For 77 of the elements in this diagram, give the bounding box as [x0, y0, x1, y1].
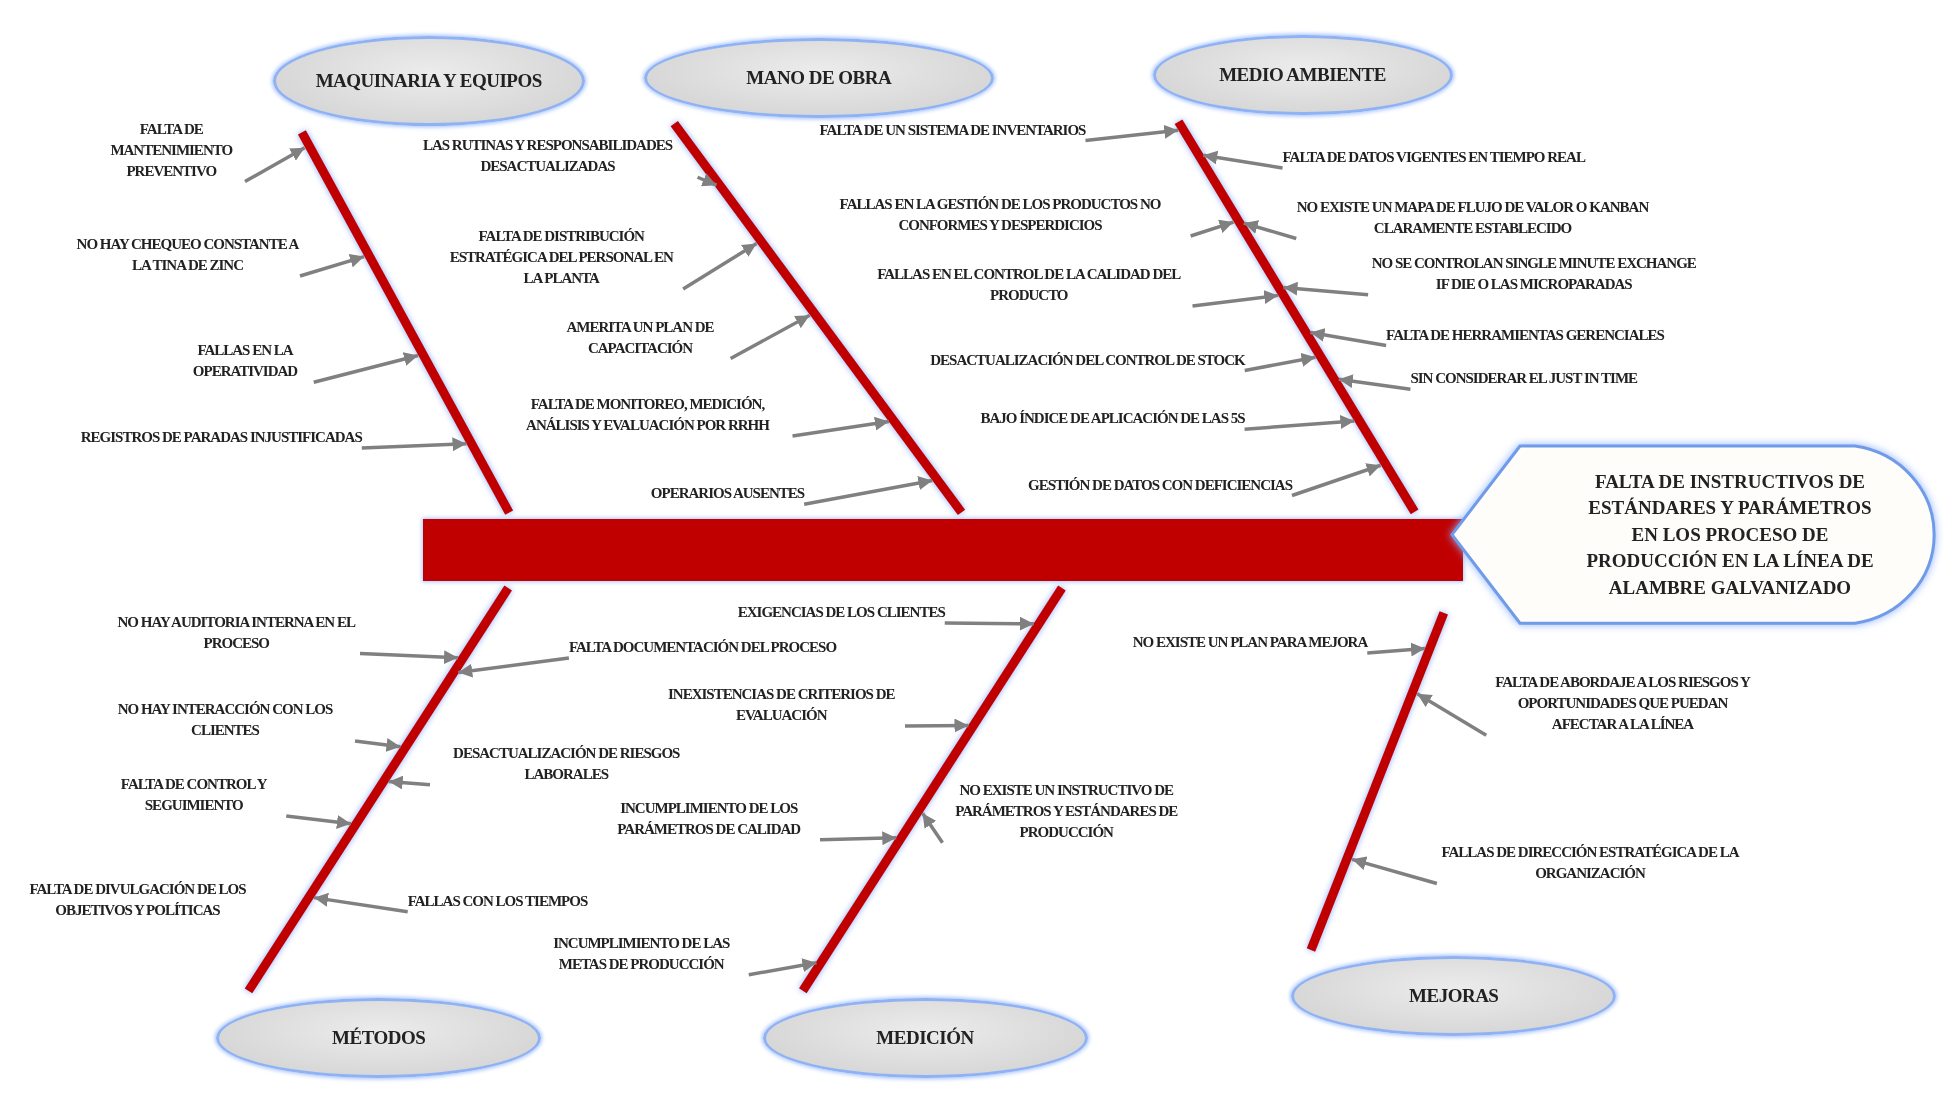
- arrow: [1085, 124, 1179, 143]
- cause-text: FALTA DE DATOS VIGENTES EN TIEMPO REAL: [1282, 147, 1585, 168]
- cause-text: NO EXISTE UN INSTRUCTIVO DE PARÁMETROS Y ESTÁNDARES DE PRODUCCIÓN: [942, 779, 1190, 843]
- arrow: [944, 616, 1034, 631]
- cause-text: EXIGENCIAS DE LOS CLIENTES: [737, 602, 945, 623]
- cause-text: GESTIÓN DE DATOS CON DEFICIENCIAS: [1028, 474, 1292, 496]
- arrow: [1310, 328, 1387, 348]
- arrow: [729, 313, 811, 361]
- arrow: [792, 416, 890, 438]
- cause-text: INCUMPLIMIENTO DE LAS METAS DE PRODUCCIÓN: [533, 932, 749, 975]
- arrow: [361, 437, 467, 452]
- category-ellipse: MEJORAS: [1291, 956, 1617, 1037]
- cause-text: SIN CONSIDERAR EL JUST IN TIME: [1410, 368, 1638, 390]
- arrow: [388, 775, 431, 790]
- cause-text: INEXISTENCIAS DE CRITERIOS DE EVALUACIÓN: [657, 684, 905, 726]
- arrow: [1192, 290, 1279, 308]
- arrow: [244, 146, 306, 184]
- cause-text: NO HAY INTERACCIÓN CON LOS CLIENTES: [95, 699, 355, 741]
- cause-text: FALLAS EN EL CONTROL DE LA CALIDAD DEL PRODUCTO: [865, 264, 1193, 306]
- cause-text: INCUMPLIMIENTO DE LOS PARÁMETROS DE CALIDAD: [597, 797, 820, 840]
- cause-text: FALTA DE ABORDAJE A LOS RIESGOS Y OPORTUNIDADES QUE PUEDAN AFECTAR A LA LÍNEA: [1486, 672, 1759, 736]
- arrow: [682, 242, 758, 291]
- cause-text: FALLAS CON LOS TIEMPOS: [407, 890, 588, 912]
- arrow: [286, 814, 352, 829]
- cause-text: FALTA DE HERRAMIENTAS GERENCIALES: [1386, 324, 1664, 346]
- arrow: [1202, 150, 1283, 170]
- arrow: [748, 958, 817, 977]
- category-ellipse: MEDICIÓN: [762, 997, 1088, 1078]
- cause-text: FALTA DE DIVULGACIÓN DE LOS OBJETIVOS Y POLÍTICAS: [28, 880, 247, 920]
- cause-text: NO HAY CHEQUEO CONSTANTE A LA TINA DE ZINC: [75, 234, 300, 276]
- cause-text: NO EXISTE UN PLAN PARA MEJORA: [1132, 632, 1368, 653]
- arrow: [1283, 281, 1369, 297]
- arrow: [1416, 692, 1488, 737]
- cause-text: FALLAS EN LA OPERATIVIDAD: [176, 340, 314, 383]
- arrow: [1351, 856, 1438, 886]
- arrow: [359, 650, 459, 665]
- cause-text: NO EXISTE UN MAPA DE FLUJO DE VALOR O KANBAN CLARAMENTE ESTABLECIDO: [1296, 196, 1649, 239]
- cause-text: AMERITA UN PLAN DE CAPACITACIÓN: [549, 316, 731, 359]
- cause-text: FALTA DOCUMENTACIÓN DEL PROCESO: [568, 637, 837, 658]
- arrow: [1244, 415, 1355, 431]
- arrow: [921, 812, 944, 844]
- cause-text: LAS RUTINAS Y RESPONSABILIDADES DESACTUALIZADAS: [397, 135, 698, 178]
- cause-text: DESACTUALIZACIÓN DEL CONTROL DE STOCK: [930, 349, 1245, 371]
- arrow: [313, 892, 408, 914]
- arrow: [696, 173, 718, 187]
- category-ellipse: MANO DE OBRA: [643, 37, 994, 118]
- cause-text: OPERARIOS AUSENTES: [650, 483, 805, 505]
- cause-text: FALTA DE MANTENIMIENTO PREVENTIVO: [97, 118, 245, 182]
- arrow: [1367, 642, 1426, 657]
- cause-text: FALTA DE UN SISTEMA DE INVENTARIOS: [819, 119, 1086, 141]
- category-ellipse: MAQUINARIA Y EQUIPOS: [272, 36, 585, 127]
- cause-text: FALTA DE CONTROL Y SEGUIMIENTO: [101, 774, 287, 816]
- cause-text: DESACTUALIZACIÓN DE RIESGOS LABORALES: [430, 742, 703, 785]
- cause-text: NO HAY AUDITORIA INTERNA EN EL PROCESO: [112, 611, 360, 654]
- arrow: [819, 831, 897, 846]
- category-ellipse: MEDIO AMBIENTE: [1152, 35, 1453, 115]
- arrow: [1190, 219, 1235, 238]
- arrow: [299, 253, 365, 278]
- arrow: [1338, 374, 1411, 391]
- arrow: [905, 718, 969, 733]
- arrow: [1244, 352, 1316, 373]
- cause-text: REGISTROS DE PARADAS INJUSTIFICADAS: [80, 427, 362, 448]
- cause-text: FALLAS DE DIRECCIÓN ESTRATÉGICA DE LA ORGANIZACIÓN: [1436, 841, 1744, 884]
- arrow: [1243, 220, 1297, 241]
- arrow: [803, 476, 933, 506]
- arrow: [354, 738, 401, 752]
- cause-text: FALTA DE MONITOREO, MEDICIÓN, ANÁLISIS Y EVALUACIÓN POR RRHH: [502, 394, 793, 436]
- cause-text: BAJO ÍNDICE DE APLICACIÓN DE LAS 5S: [980, 408, 1245, 430]
- spine-bar: [422, 518, 1463, 582]
- arrow: [458, 656, 570, 678]
- cause-text: FALLAS EN LA GESTIÓN DE LOS PRODUCTOS NO CONFORMES Y DESPERDICIOS: [809, 194, 1191, 236]
- arrow: [313, 352, 419, 384]
- cause-text: FALTA DE DISTRIBUCIÓN ESTRATÉGICA DEL PERSONAL EN LA PLANTA: [439, 226, 684, 289]
- category-ellipse: MÉTODOS: [216, 997, 542, 1078]
- effect-text: FALTA DE INSTRUCTIVOS DE ESTÁNDARES Y PARÁMETROS EN LOS PROCESO DE PRODUCCIÓN EN LA LÍNEA DE ALAMBRE GALVANIZADO: [1585, 469, 1875, 600]
- arrow: [1291, 463, 1382, 498]
- cause-text: NO SE CONTROLAN SINGLE MINUTE EXCHANGE IF DIE O LAS MICROPARADAS: [1368, 252, 1700, 295]
